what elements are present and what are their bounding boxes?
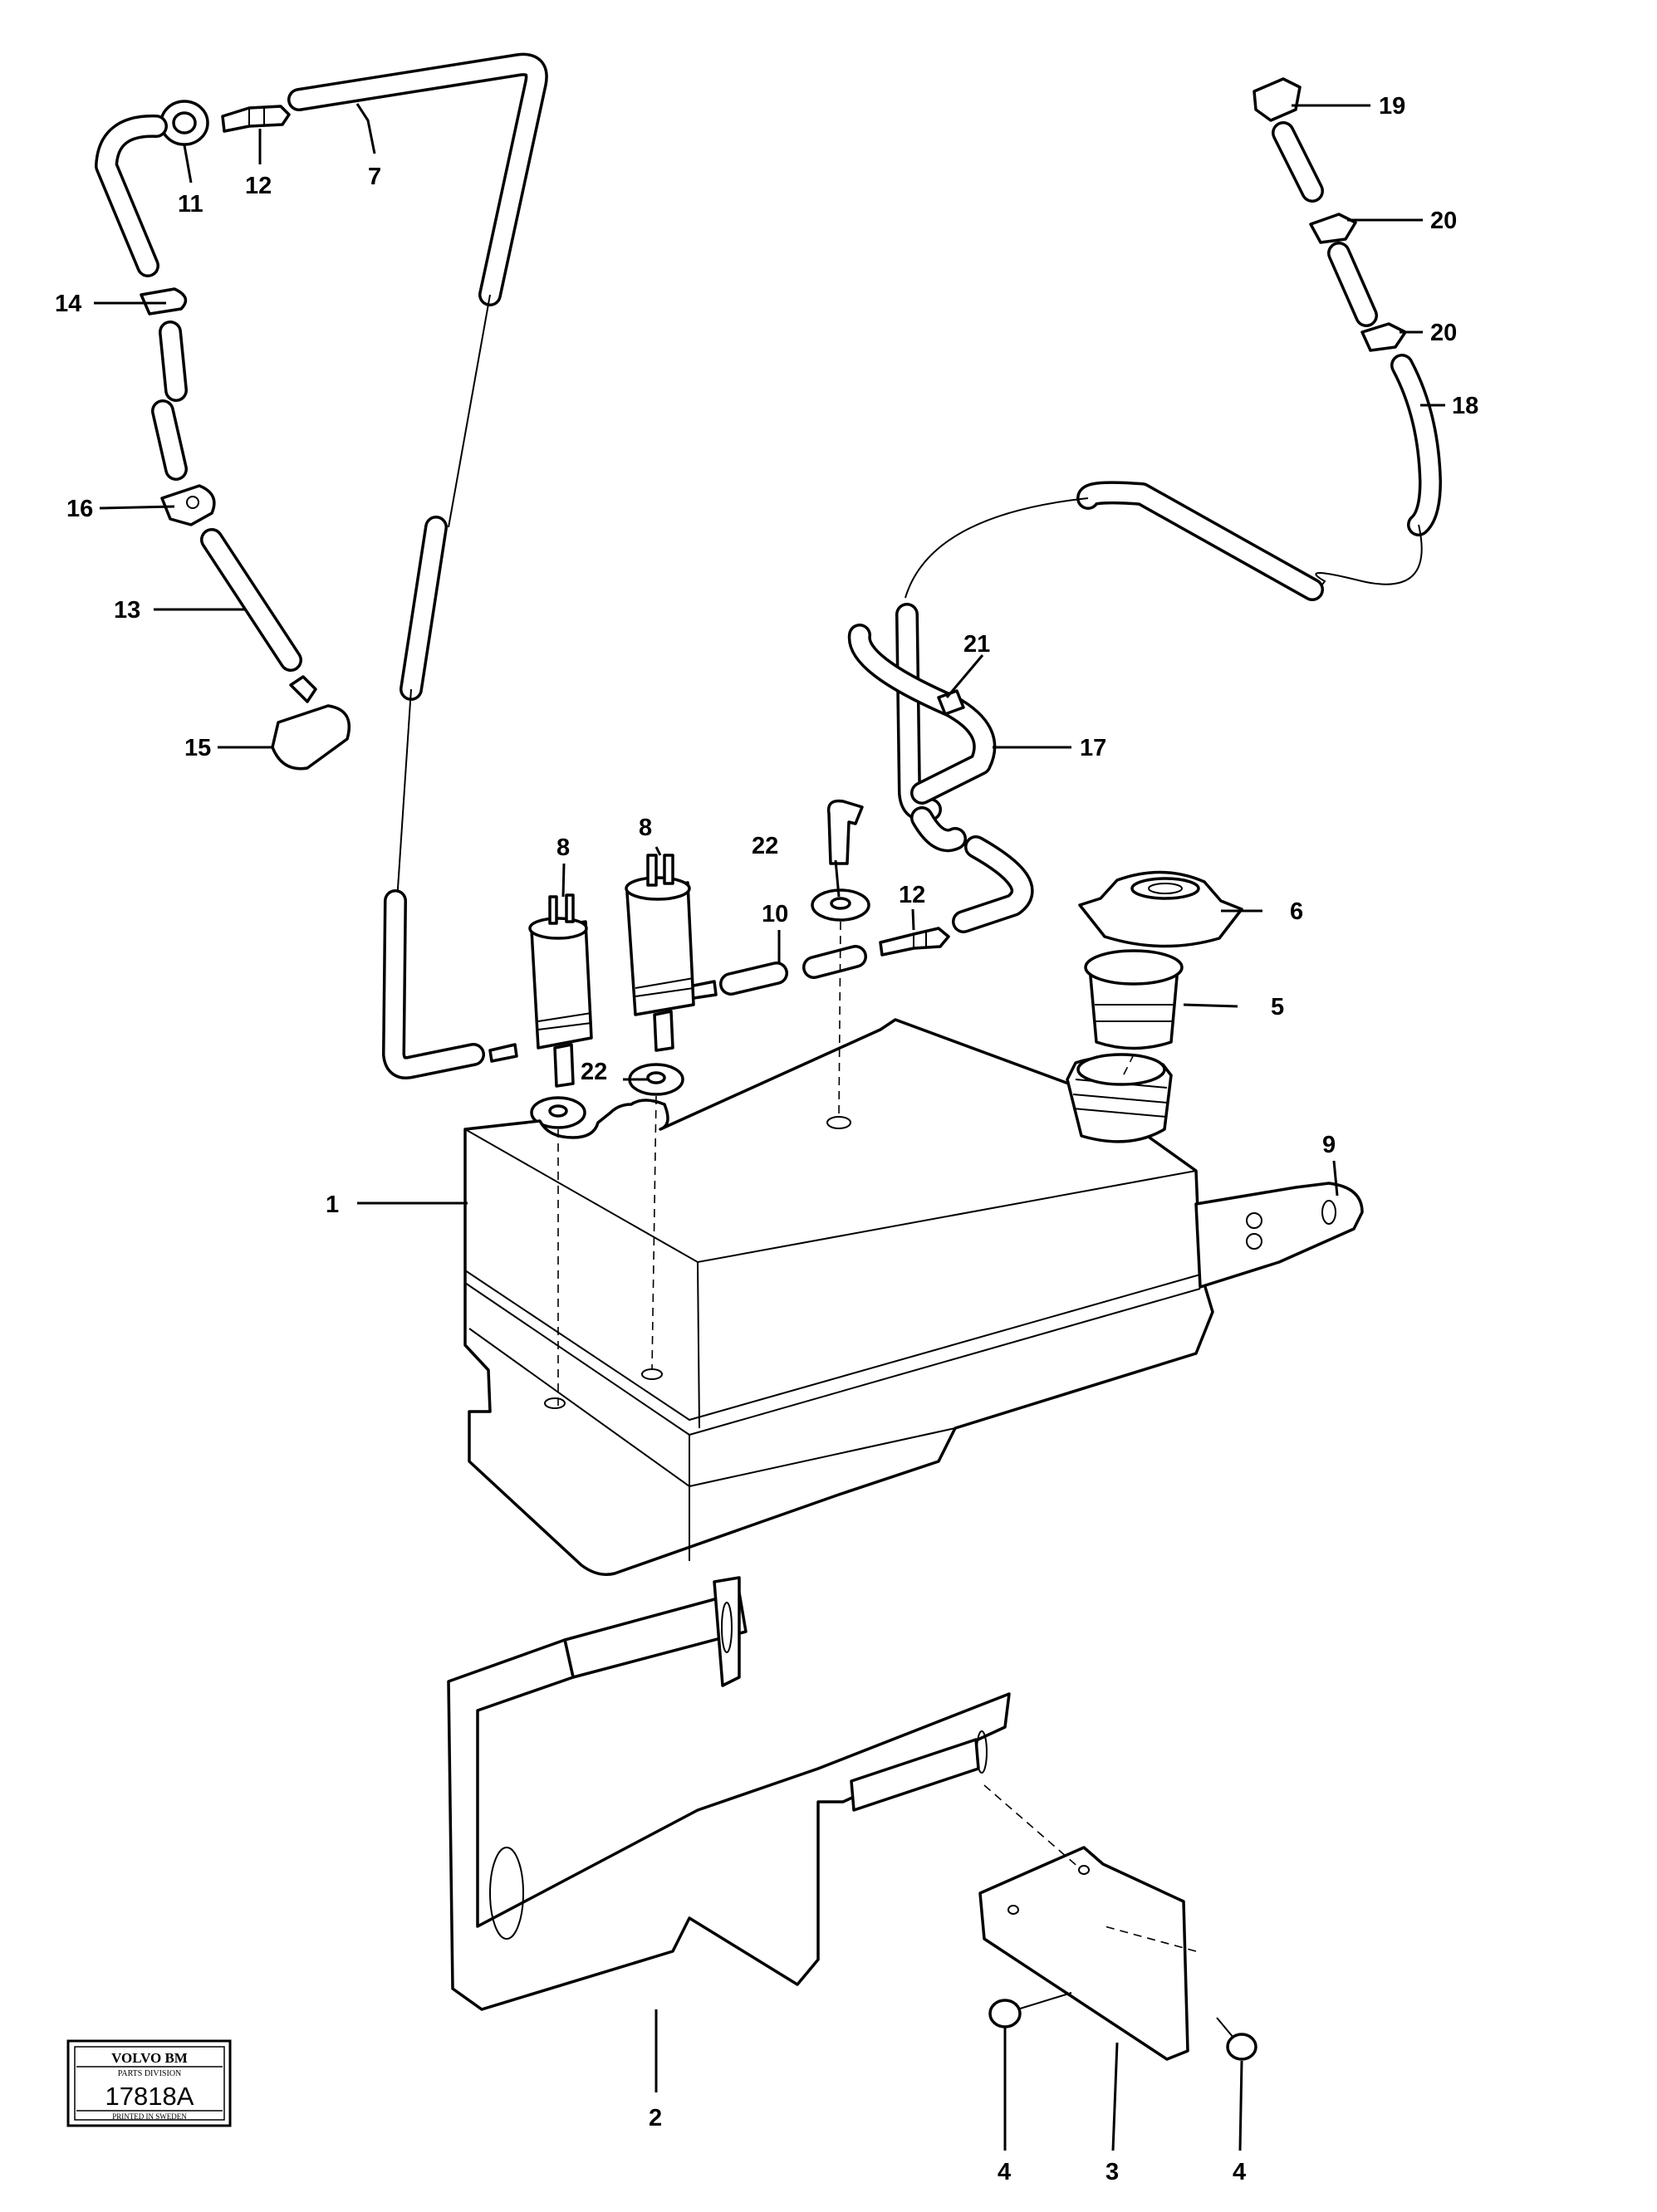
callout-12-right: 12	[899, 882, 925, 908]
nipple-12-right	[879, 927, 950, 957]
screw-4-left	[988, 1992, 1072, 2028]
filler-neck	[1066, 1053, 1173, 1143]
callout-11: 11	[178, 191, 203, 218]
leader-lines	[94, 103, 1445, 2151]
callout-17: 17	[1080, 735, 1106, 761]
assembly-lines	[557, 921, 1197, 1952]
badge-printed: PRINTED IN SWEDEN	[112, 2112, 187, 2121]
callout-9: 9	[1322, 1132, 1336, 1158]
clip-20-lower	[1360, 322, 1407, 352]
tee-14	[140, 287, 188, 316]
callout-19: 19	[1379, 93, 1405, 120]
tank-1	[463, 1018, 1214, 1576]
callout-5: 5	[1271, 994, 1284, 1020]
hose-13	[200, 528, 302, 672]
callout-3: 3	[1105, 2159, 1119, 2185]
hose-10	[719, 945, 867, 996]
hose-right-mid	[1327, 242, 1378, 327]
callout-15: 15	[184, 735, 211, 761]
callout-labels: 1 2 3 4 4 5 6 7 8 8 9 10 11 12 12 13 14 …	[55, 93, 1478, 2185]
callout-6: 6	[1290, 898, 1303, 925]
badge-brand: VOLVO BM	[111, 2050, 188, 2066]
bracket-9	[1194, 1182, 1364, 1289]
nipple-12-top	[221, 105, 291, 133]
cap-6	[1078, 870, 1243, 948]
washer-22-left	[530, 1096, 586, 1129]
badge-number: 17818A	[105, 2082, 194, 2111]
clip-20-upper	[1309, 213, 1357, 244]
nozzle-19	[1253, 77, 1302, 122]
callout-20-upper: 20	[1430, 208, 1457, 234]
strainer-5	[1084, 949, 1184, 1050]
strap-2	[447, 1576, 1011, 2011]
hose-18	[1390, 354, 1442, 536]
washer-22-upper	[811, 888, 870, 922]
callout-10: 10	[762, 901, 788, 927]
callout-13: 13	[114, 597, 140, 624]
callout-21: 21	[963, 631, 990, 658]
callout-16: 16	[66, 496, 93, 522]
pump-8-right	[625, 854, 695, 1052]
callout-8-left: 8	[556, 834, 570, 861]
hose-left-upper	[95, 114, 168, 277]
hose-17	[847, 481, 1423, 933]
elbow-connector	[826, 799, 864, 865]
plate-3	[978, 1846, 1189, 2061]
callout-18: 18	[1452, 393, 1478, 419]
grommet-11	[159, 100, 209, 146]
callout-8-right: 8	[639, 815, 652, 841]
callout-7: 7	[368, 164, 381, 190]
callout-12-top: 12	[245, 173, 272, 199]
screw-4-right	[1216, 2017, 1257, 2061]
callout-14: 14	[55, 291, 81, 317]
badge-division: PARTS DIVISION	[118, 2069, 182, 2078]
callout-20-lower: 20	[1430, 320, 1457, 346]
nozzle-15	[271, 675, 351, 771]
callout-4-right: 4	[1233, 2159, 1246, 2185]
callout-2: 2	[649, 2105, 662, 2131]
clip-16	[160, 484, 216, 526]
callout-22-upper: 22	[752, 833, 778, 859]
hose-left-mid	[151, 321, 188, 481]
pump-8-left	[528, 893, 593, 1088]
callout-22-lower: 22	[581, 1059, 607, 1085]
volvo-bm-badge: VOLVO BM PARTS DIVISION 17818A PRINTED I…	[66, 2039, 232, 2127]
callout-1: 1	[326, 1192, 339, 1218]
hose-7	[287, 52, 548, 1079]
hose-right-upper	[1272, 121, 1324, 203]
callout-4-left: 4	[998, 2159, 1011, 2185]
